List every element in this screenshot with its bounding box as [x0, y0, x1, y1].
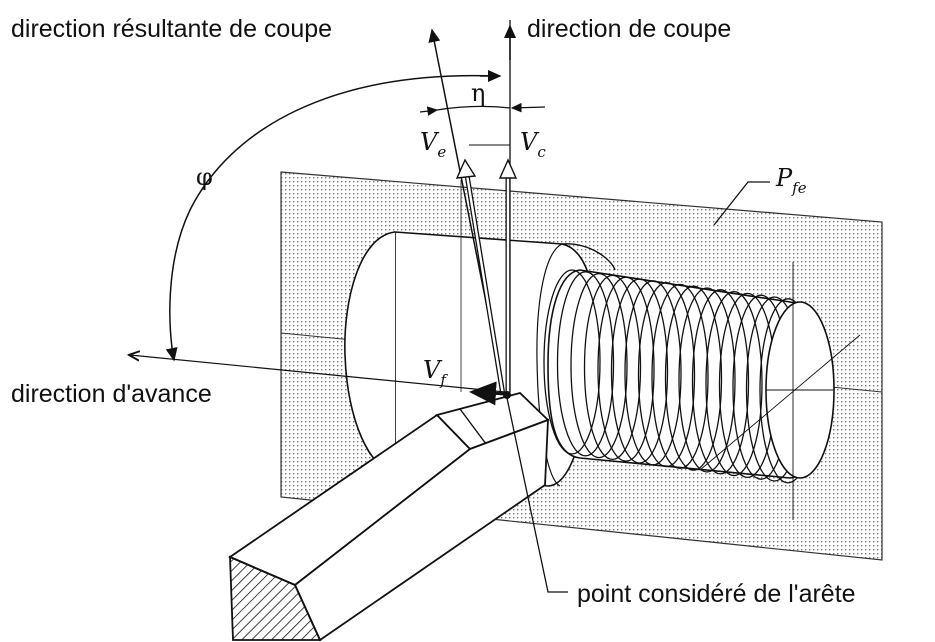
- thread-ring: [583, 274, 642, 461]
- thread-ring: [678, 287, 736, 473]
- vc-label: Vc: [520, 128, 546, 161]
- pfe-label: Pfe: [775, 164, 807, 197]
- thread-ring: [556, 271, 615, 457]
- edge-point-leader: [506, 397, 568, 593]
- eta-symbol: η: [471, 79, 485, 107]
- ve-vector-arrow: [455, 158, 506, 396]
- edge-point-label: point considéré de l'arête: [577, 580, 856, 608]
- ve-label: Ve: [420, 128, 446, 161]
- thread-ring: [624, 280, 682, 466]
- edge-point-dot: [503, 391, 511, 399]
- vf-vector-arrow: [469, 381, 508, 406]
- resultant-direction-label: direction résultante de coupe: [11, 15, 332, 43]
- thread-ring: [570, 272, 628, 459]
- vc-vector-arrow: [498, 158, 518, 395]
- phi-angle-arc: [165, 74, 498, 362]
- thread-ring: [543, 269, 601, 455]
- thread-ring: [637, 281, 696, 468]
- thread-ring: [664, 285, 723, 471]
- feed-direction-label: direction d'avance: [11, 380, 212, 408]
- workpiece-neck: [561, 243, 616, 271]
- eta-angle-mark: [419, 102, 546, 116]
- phi-symbol: φ: [196, 163, 213, 191]
- thread-ring: [691, 289, 750, 475]
- cutting-direction-label: direction de coupe: [527, 15, 731, 43]
- feed-direction-line: [130, 355, 506, 393]
- cutting-tool: [228, 392, 550, 642]
- thread-ring: [705, 290, 763, 477]
- thread-ring: [597, 276, 655, 462]
- thread-ring: [651, 283, 709, 470]
- tool-section-hatch: [229, 555, 322, 641]
- vf-label: Vf: [423, 356, 448, 389]
- pfe-leader: [713, 181, 770, 226]
- thread-ring: [610, 278, 669, 464]
- threaded-cylinder: [543, 262, 861, 520]
